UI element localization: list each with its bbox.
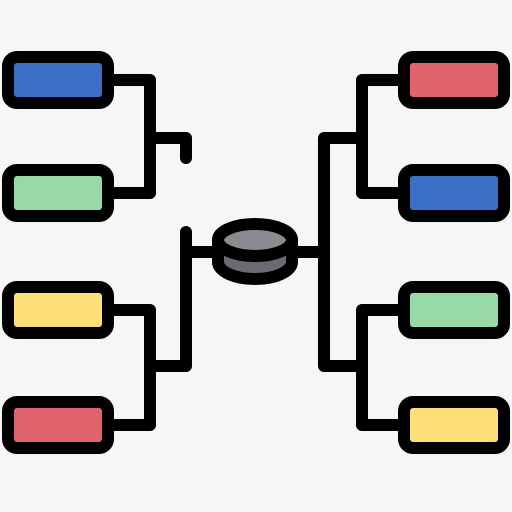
bracket-slot-right-3	[398, 281, 510, 339]
bracket-slots	[2, 51, 510, 454]
bracket-connectors	[102, 74, 410, 431]
bracket-slot-left-3	[2, 281, 114, 339]
connector-left-upper	[102, 74, 192, 199]
hockey-puck-icon	[212, 218, 298, 285]
bracket-slot-right-4	[398, 396, 510, 454]
bracket-slot-right-1	[398, 51, 510, 109]
connector-right-lower	[318, 246, 410, 431]
bracket-slot-left-4	[2, 396, 114, 454]
puck-top	[212, 218, 298, 262]
connector-left-lower	[102, 226, 192, 431]
connector-right-upper	[318, 74, 410, 258]
bracket-slot-left-1	[2, 51, 114, 109]
bracket-slot-right-2	[398, 164, 510, 222]
bracket-slot-left-2	[2, 164, 114, 222]
